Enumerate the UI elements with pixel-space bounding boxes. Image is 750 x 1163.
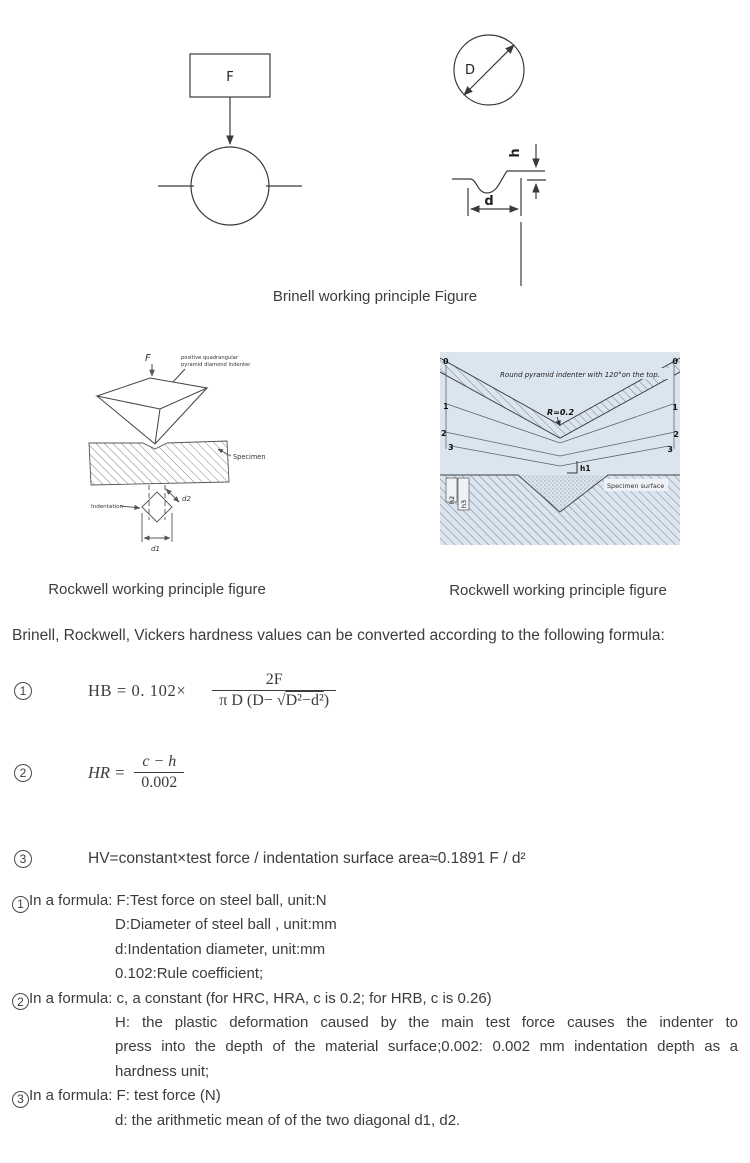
note-3-label: In a formula:	[29, 1087, 113, 1105]
den-prefix: π D (D−	[219, 692, 277, 709]
formula-hr-lhs: HR =	[88, 762, 126, 782]
brinell-labels: F D h d	[226, 63, 523, 209]
scale-left-2: 2	[441, 429, 447, 438]
formula-2-index: 2	[14, 763, 32, 782]
indenter-note-line2: pyramid diamond indenter	[181, 362, 251, 368]
note-3-index: 3	[12, 1090, 29, 1108]
formula-hr-numerator: c − h	[142, 753, 177, 770]
diameter-label: D	[465, 63, 475, 78]
brinell-caption: Brinell working principle Figure	[272, 288, 478, 305]
brinell-figure: F D h d	[158, 34, 546, 286]
specimen-label: Specimen	[233, 453, 266, 461]
rockwell-left-figure: F positive quadrangular pyramid diamond …	[88, 353, 266, 553]
brinell-indent-detail	[452, 34, 546, 286]
h3-label: h3	[460, 500, 468, 508]
formula-hb-numerator: 2F	[265, 671, 283, 688]
formula-hv: 3 HV=constant×test force / indentation s…	[14, 850, 526, 868]
scale-right-3: 3	[667, 445, 673, 454]
note-backdrop	[486, 368, 674, 379]
surface-label-backdrop	[604, 479, 668, 491]
depth-label: h	[508, 148, 523, 157]
note-1-line-2: d:Indentation diameter, unit:mm	[115, 940, 326, 958]
rockwell-right-caption: Rockwell working principle figure	[449, 582, 667, 599]
formula-1-index: 1	[14, 681, 32, 700]
pyramid-indenter	[95, 364, 209, 445]
note-1-index: 1	[12, 895, 29, 913]
indent-diameter-label: d	[484, 194, 493, 209]
h1-bracket	[567, 461, 578, 474]
intro-text: Brinell, Rockwell, Vickers hardness valu…	[12, 627, 665, 644]
note-2-line-1: H: the plastic deformation caused by the…	[115, 1014, 738, 1032]
formula-3-index: 3	[14, 850, 32, 868]
formula-hb: 1 HB = 0. 102× 2F π D (D− √D²−d²)	[14, 670, 337, 711]
h1-label: h1	[580, 464, 591, 473]
rockwell-left-labels: F positive quadrangular pyramid diamond …	[91, 353, 266, 553]
formula-hb-fraction: 2F π D (D− √D²−d²)	[212, 670, 337, 711]
note-1-line-1: D:Diameter of steel ball , unit:mm	[115, 916, 337, 934]
formula-hr: 2 HR = c − h 0.002	[14, 752, 185, 793]
scale-left-3: 3	[448, 443, 454, 452]
formula-hv-text: HV=constant×test force / indentation sur…	[88, 850, 526, 867]
depth-boxes	[445, 477, 470, 511]
scale-left-0: 0	[443, 357, 449, 366]
note-1-line-3: 0.102:Rule coefficient;	[115, 965, 264, 983]
formula-hr-denominator: 0.002	[134, 772, 185, 793]
brinell-ball-and-force	[158, 53, 302, 226]
rockwell-left-caption: Rockwell working principle figure	[48, 581, 266, 598]
scale-right-2: 2	[673, 430, 679, 439]
formula-hr-fraction: c − h 0.002	[134, 752, 185, 793]
specimen-surface-block	[440, 474, 680, 545]
scale-left-1: 1	[443, 402, 449, 411]
indenter-note: Round pyramid indenter with 120°on the t…	[500, 371, 660, 379]
depth-level-lines	[444, 365, 676, 467]
scale-right-0: 0	[672, 357, 678, 366]
d2-label: d2	[182, 495, 191, 503]
den-suffix: )	[323, 692, 330, 709]
specimen-surface-label: Specimen surface	[607, 482, 664, 490]
indenter-note-line1: positive quadrangular	[181, 355, 239, 361]
indentation-label: Indentation	[91, 504, 124, 510]
indentation-detail	[120, 485, 180, 542]
h2-label: h2	[448, 496, 456, 504]
note-2-index: 2	[12, 993, 29, 1011]
force-label: F	[145, 353, 151, 364]
radius-arrow	[555, 416, 561, 427]
scale-right-1: 1	[672, 403, 678, 412]
rockwell-right-figure: Round pyramid indenter with 120°on the t…	[440, 352, 680, 545]
note-1-line-0: F:Test force on steel ball, unit:N	[116, 892, 327, 909]
note-1-label: In a formula:	[29, 892, 113, 909]
formula-hb-denominator: π D (D− √D²−d²)	[212, 690, 337, 711]
note-2-line-3: hardness unit;	[115, 1062, 210, 1080]
radius-label: R=0.2	[547, 408, 574, 417]
rockwell-right-labels: R=0.2 h1 h2 h3 Specimen surface 0 1 2 3 …	[441, 357, 679, 508]
force-label: F	[226, 70, 233, 85]
sqrt-radicand: D²−d²	[285, 692, 324, 709]
note-3-line-1: d: the arithmetic mean of of the two dia…	[115, 1111, 461, 1129]
formula-hb-lhs: HB = 0. 102×	[88, 680, 187, 700]
specimen-block	[88, 440, 230, 486]
note-2-line-0: c, a constant (for HRC, HRA, c is 0.2; f…	[116, 989, 492, 1007]
note-2-line-2: press into the depth of the material sur…	[115, 1038, 738, 1056]
sqrt-sign: √	[276, 692, 286, 709]
note-2-label: In a formula:	[29, 989, 113, 1007]
d1-label: d1	[151, 545, 160, 553]
note-3-line-0: F: test force (N)	[116, 1087, 221, 1105]
